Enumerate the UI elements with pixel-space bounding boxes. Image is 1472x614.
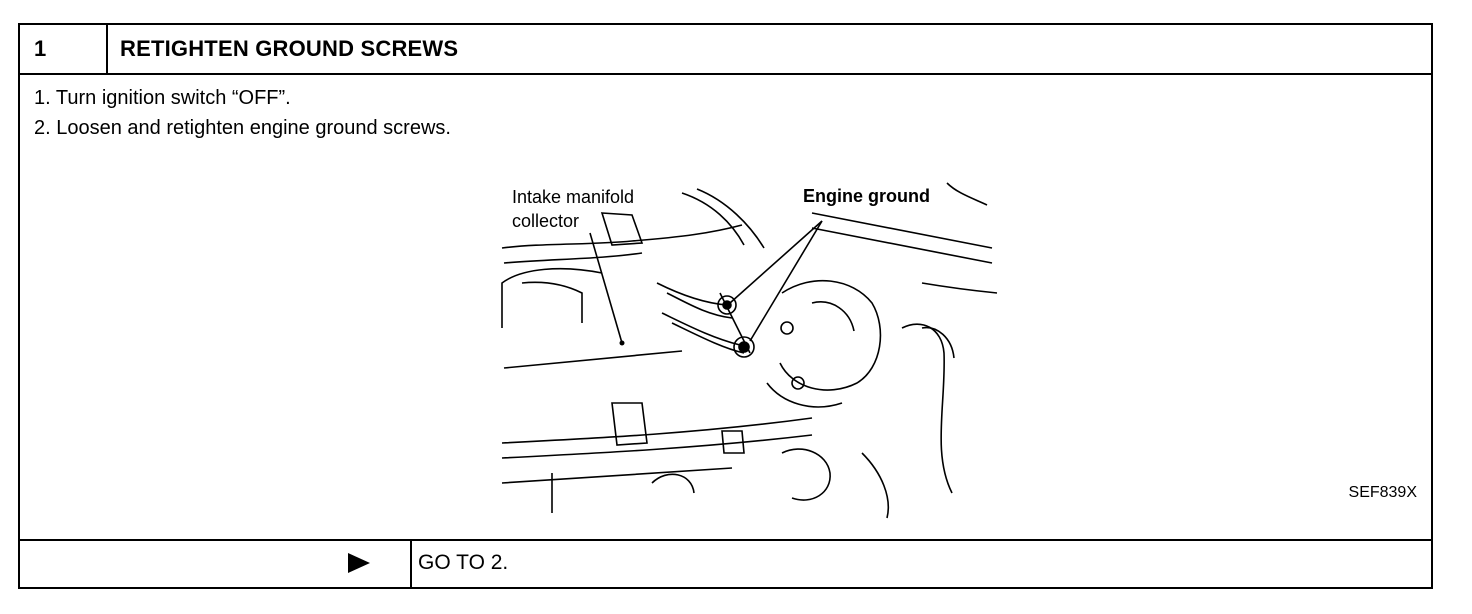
label-intake-manifold: Intake manifold	[512, 187, 634, 207]
step-instructions: 1. Turn ignition switch “OFF”. 2. Loosen…	[34, 83, 451, 143]
step-number: 1	[20, 25, 108, 73]
instruction-item: 1. Turn ignition switch “OFF”.	[34, 87, 291, 109]
label-collector: collector	[512, 211, 579, 231]
goto-next-step-link[interactable]: GO TO 2.	[418, 551, 509, 574]
label-engine-ground: Engine ground	[803, 186, 930, 206]
engine-ground-illustration: Intake manifold collector Engine ground	[501, 182, 998, 519]
arrow-right-icon	[348, 553, 370, 573]
figure-code: SEF839X	[1348, 484, 1417, 501]
step-footer: GO TO 2.	[20, 539, 1431, 587]
step-header: 1 RETIGHTEN GROUND SCREWS	[20, 25, 1431, 75]
instruction-item: 2. Loosen and retighten engine ground sc…	[34, 117, 451, 139]
result-cell	[20, 541, 412, 587]
step-title: RETIGHTEN GROUND SCREWS	[120, 36, 459, 61]
inspection-step-table: 1 RETIGHTEN GROUND SCREWS 1. Turn igniti…	[18, 23, 1433, 589]
